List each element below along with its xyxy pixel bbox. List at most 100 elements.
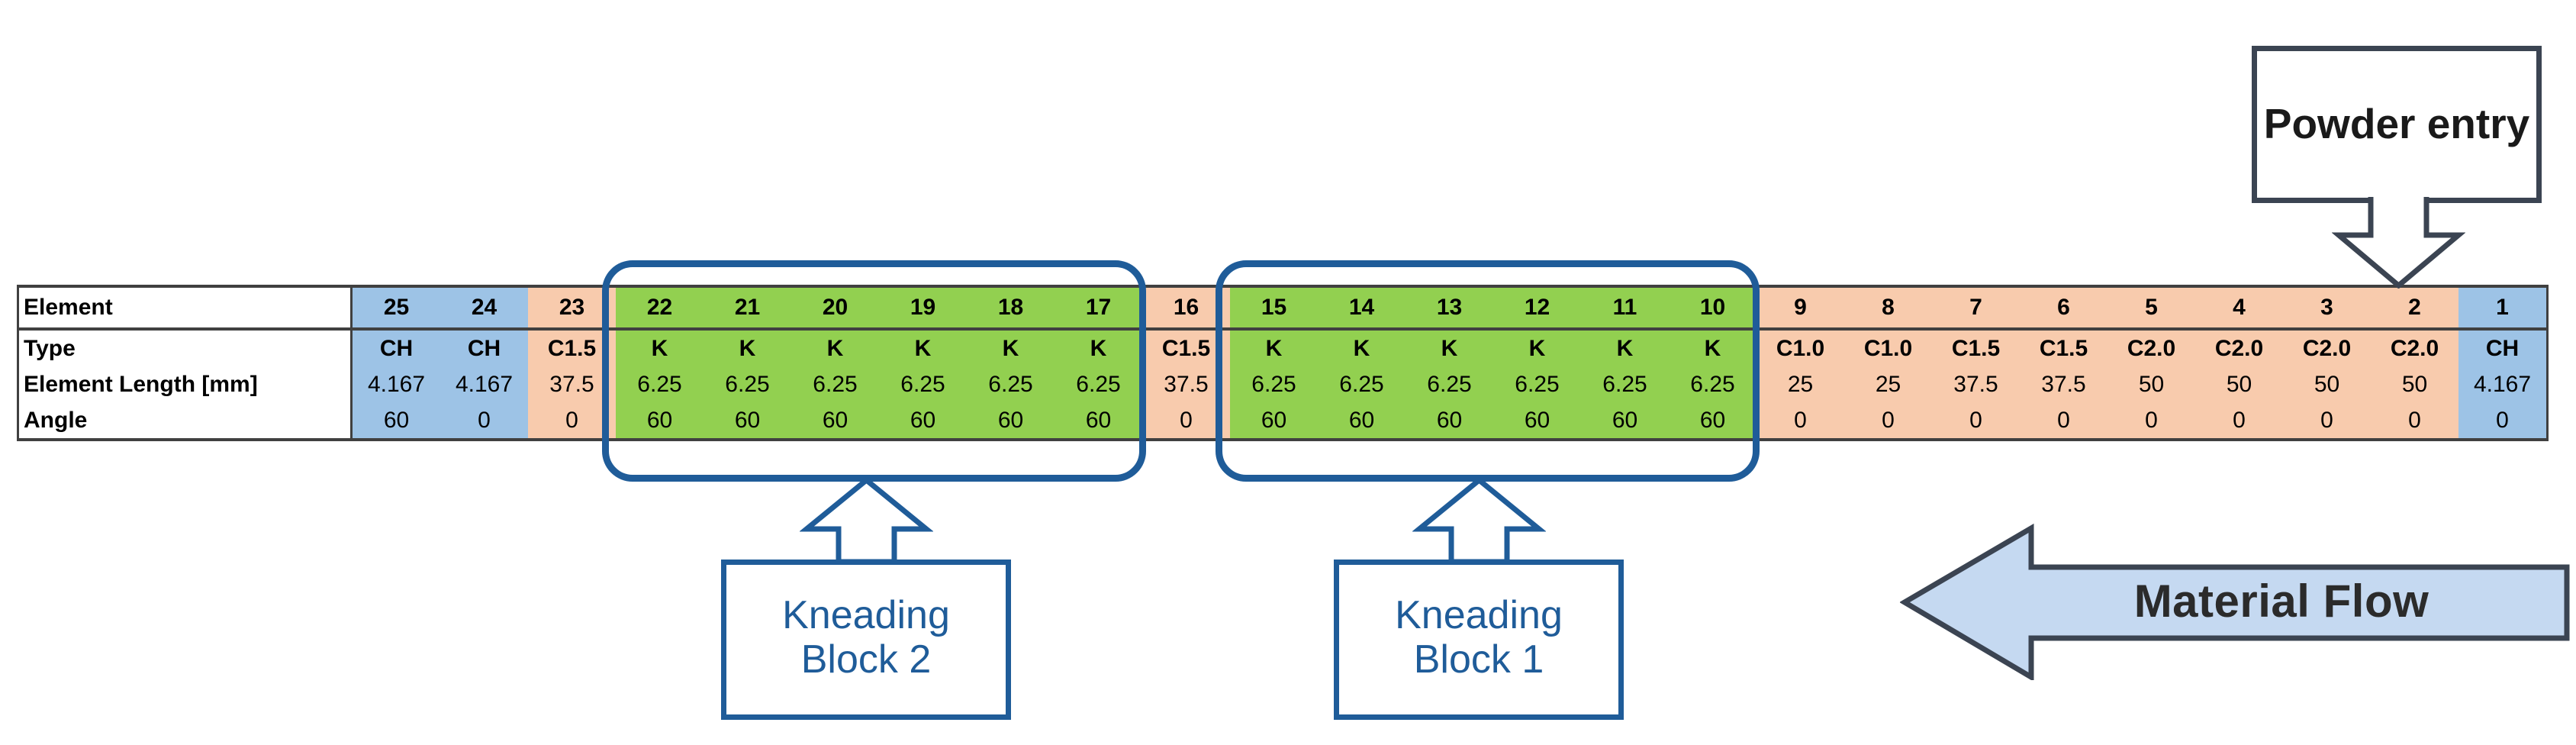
cell-length-15: 6.25 [1230, 366, 1318, 402]
cell-length-8: 25 [1844, 366, 1932, 402]
cell-type-5: C2.0 [2107, 329, 2195, 366]
row-label-element: Element [17, 285, 353, 331]
cell-angle-14: 60 [1318, 402, 1406, 441]
cell-type-4: C2.0 [2195, 329, 2283, 366]
cell-element-3: 3 [2283, 285, 2371, 331]
cell-element-20: 20 [791, 285, 879, 331]
cell-element-13: 13 [1406, 285, 1493, 331]
cell-angle-18: 60 [967, 402, 1055, 441]
cell-length-24: 4.167 [440, 366, 528, 402]
cell-length-18: 6.25 [967, 366, 1055, 402]
row-label-type: Type [17, 329, 353, 366]
cell-length-11: 6.25 [1581, 366, 1669, 402]
cell-type-6: C1.5 [2020, 329, 2107, 366]
cell-element-6: 6 [2020, 285, 2107, 331]
cell-angle-21: 60 [704, 402, 791, 441]
cell-type-3: C2.0 [2283, 329, 2371, 366]
row-label-angle: Angle [17, 402, 353, 441]
cell-length-25: 4.167 [351, 366, 440, 402]
cell-length-17: 6.25 [1055, 366, 1142, 402]
cell-element-22: 22 [616, 285, 704, 331]
cell-element-16: 16 [1142, 285, 1230, 331]
cell-element-9: 9 [1757, 285, 1844, 331]
cell-length-20: 6.25 [791, 366, 879, 402]
cell-angle-25: 60 [351, 402, 440, 441]
powder-entry-callout: Powder entry [2252, 46, 2542, 203]
cell-length-10: 6.25 [1669, 366, 1757, 402]
cell-type-2: C2.0 [2371, 329, 2458, 366]
cell-type-10: K [1669, 329, 1757, 366]
cell-type-15: K [1230, 329, 1318, 366]
cell-length-3: 50 [2283, 366, 2371, 402]
cell-type-20: K [791, 329, 879, 366]
cell-angle-3: 0 [2283, 402, 2371, 441]
cell-angle-5: 0 [2107, 402, 2195, 441]
kneading-block-2-arrow-icon [800, 477, 933, 565]
cell-type-25: CH [351, 329, 440, 366]
cell-element-19: 19 [879, 285, 967, 331]
cell-type-16: C1.5 [1142, 329, 1230, 366]
cell-element-21: 21 [704, 285, 791, 331]
cell-angle-20: 60 [791, 402, 879, 441]
cell-length-19: 6.25 [879, 366, 967, 402]
cell-type-22: K [616, 329, 704, 366]
cell-angle-10: 60 [1669, 402, 1757, 441]
cell-angle-4: 0 [2195, 402, 2283, 441]
cell-element-11: 11 [1581, 285, 1669, 331]
cell-angle-8: 0 [1844, 402, 1932, 441]
kneading-block-1-line2: Block 1 [1413, 637, 1544, 682]
cell-type-1: CH [2458, 329, 2549, 366]
kneading-block-1-callout: Kneading Block 1 [1334, 560, 1624, 720]
cell-type-23: C1.5 [528, 329, 616, 366]
material-flow-arrow [1900, 524, 2570, 680]
cell-angle-23: 0 [528, 402, 616, 441]
cell-type-19: K [879, 329, 967, 366]
cell-type-8: C1.0 [1844, 329, 1932, 366]
cell-element-15: 15 [1230, 285, 1318, 331]
kneading-block-1-arrow-icon [1412, 477, 1546, 565]
cell-angle-17: 60 [1055, 402, 1142, 441]
cell-angle-11: 60 [1581, 402, 1669, 441]
powder-entry-line2: entry [2426, 100, 2530, 148]
cell-element-12: 12 [1493, 285, 1581, 331]
cell-type-13: K [1406, 329, 1493, 366]
kneading-block-1-line1: Kneading [1395, 592, 1563, 637]
cell-length-21: 6.25 [704, 366, 791, 402]
cell-length-14: 6.25 [1318, 366, 1406, 402]
cell-element-1: 1 [2458, 285, 2549, 331]
cell-element-8: 8 [1844, 285, 1932, 331]
kneading-block-2-callout: Kneading Block 2 [721, 560, 1011, 720]
cell-type-18: K [967, 329, 1055, 366]
cell-type-9: C1.0 [1757, 329, 1844, 366]
kneading-block-2-line2: Block 2 [800, 637, 932, 682]
cell-angle-2: 0 [2371, 402, 2458, 441]
cell-element-23: 23 [528, 285, 616, 331]
cell-length-9: 25 [1757, 366, 1844, 402]
cell-length-22: 6.25 [616, 366, 704, 402]
cell-length-5: 50 [2107, 366, 2195, 402]
cell-length-13: 6.25 [1406, 366, 1493, 402]
cell-type-24: CH [440, 329, 528, 366]
cell-length-2: 50 [2371, 366, 2458, 402]
kneading-block-2-line1: Kneading [782, 592, 950, 637]
cell-type-17: K [1055, 329, 1142, 366]
cell-element-25: 25 [351, 285, 440, 331]
cell-angle-15: 60 [1230, 402, 1318, 441]
cell-element-5: 5 [2107, 285, 2195, 331]
cell-element-7: 7 [1932, 285, 2020, 331]
cell-length-7: 37.5 [1932, 366, 2020, 402]
cell-angle-12: 60 [1493, 402, 1581, 441]
cell-type-21: K [704, 329, 791, 366]
cell-element-10: 10 [1669, 285, 1757, 331]
cell-type-7: C1.5 [1932, 329, 2020, 366]
powder-entry-arrow-icon [2332, 197, 2465, 289]
cell-angle-9: 0 [1757, 402, 1844, 441]
cell-element-2: 2 [2371, 285, 2458, 331]
cell-length-6: 37.5 [2020, 366, 2107, 402]
cell-element-17: 17 [1055, 285, 1142, 331]
